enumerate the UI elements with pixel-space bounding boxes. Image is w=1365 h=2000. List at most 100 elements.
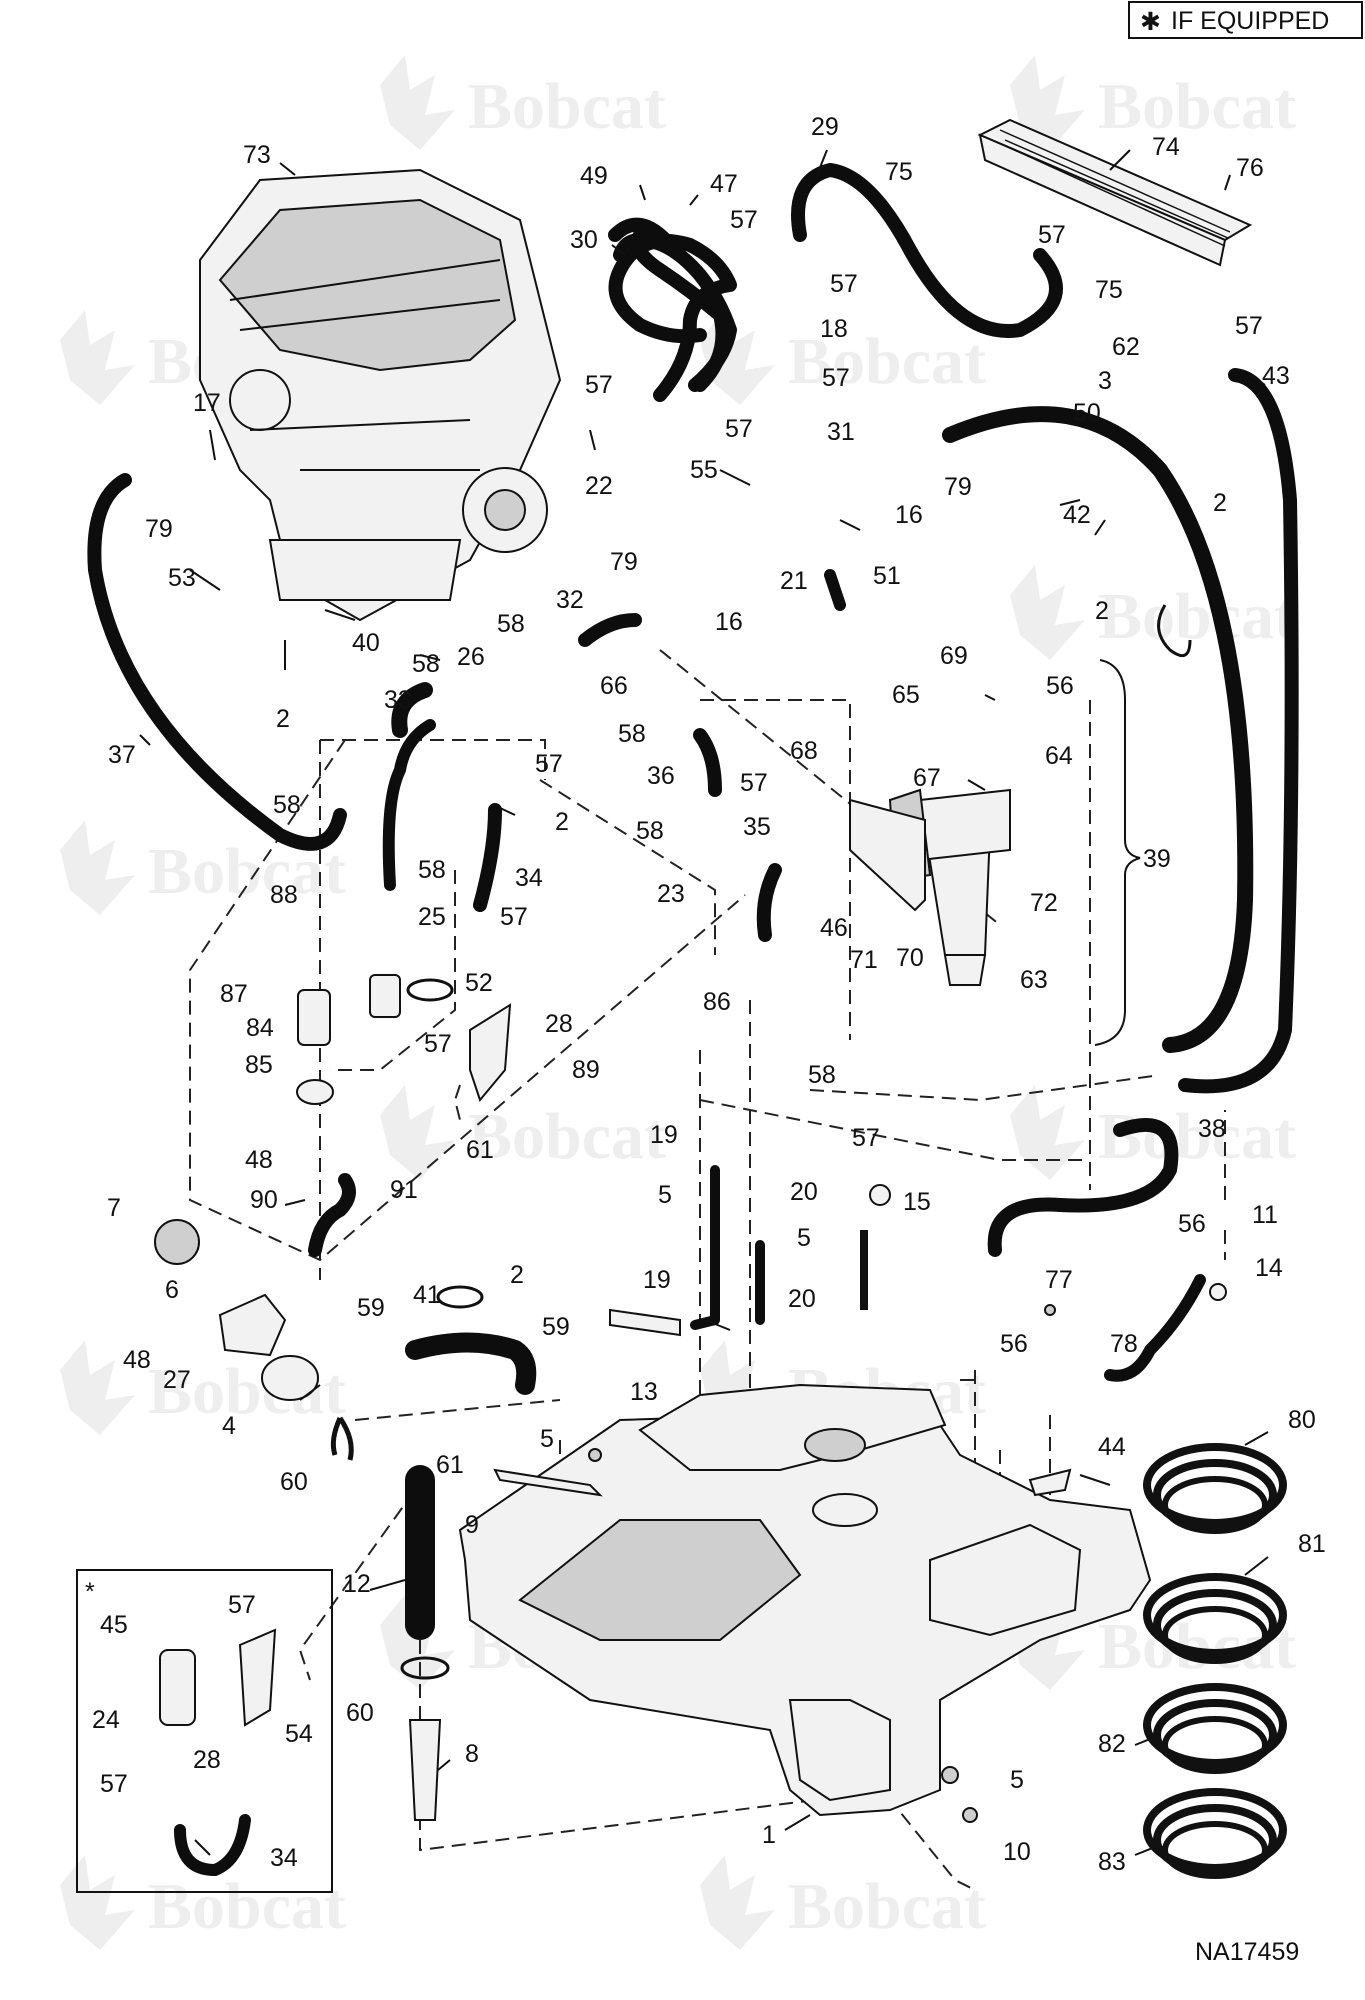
callout-78: 78 — [1110, 1330, 1138, 1358]
bracket-28 — [469, 1003, 512, 1103]
callout-57: 57 — [725, 415, 753, 443]
callout-34: 34 — [270, 1844, 298, 1872]
callout-22: 22 — [585, 472, 613, 500]
callout-56: 56 — [1046, 672, 1074, 700]
callout-5: 5 — [1010, 1766, 1024, 1794]
hose-34-inset — [174, 1814, 251, 1876]
callout-12: 12 — [343, 1570, 371, 1598]
callout-labels: 73 49 47 29 74 75 76 30 57 57 57 18 57 7… — [92, 113, 1326, 1876]
callout-28: 28 — [545, 1010, 573, 1038]
callout-23: 23 — [657, 880, 685, 908]
callout-53: 53 — [168, 564, 196, 592]
callout-33: 33 — [384, 686, 412, 714]
callout-83: 83 — [1098, 1848, 1126, 1876]
callout-46: 46 — [820, 914, 848, 942]
callout-48: 48 — [123, 1346, 151, 1374]
callout-42: 42 — [1063, 501, 1091, 529]
fuel-pump-84 — [297, 989, 331, 1046]
callout-57: 57 — [822, 364, 850, 392]
callout-58: 58 — [273, 791, 301, 819]
callout-57: 57 — [740, 769, 768, 797]
hose-29 — [791, 163, 1063, 338]
watermark-text: Bobcat — [1098, 1100, 1296, 1173]
callout-58: 58 — [808, 1061, 836, 1089]
hose-coil-80 — [1143, 1443, 1287, 1534]
callout-21: 21 — [780, 567, 808, 595]
callout-40: 40 — [352, 629, 380, 657]
figure-code: NA17459 — [1195, 1938, 1299, 1966]
callout-58: 58 — [412, 650, 440, 678]
callout-31: 31 — [827, 418, 855, 446]
bracket-44 — [1028, 1468, 1072, 1497]
callout-2: 2 — [555, 808, 569, 836]
callout-74: 74 — [1152, 133, 1180, 161]
callout-5: 5 — [658, 1181, 672, 1209]
callout-61: 61 — [436, 1451, 464, 1479]
callout-43: 43 — [1262, 362, 1290, 390]
callout-10: 10 — [1003, 1838, 1031, 1866]
callout-79: 79 — [944, 473, 972, 501]
watermark-text: Bobcat — [468, 70, 666, 143]
callout-2: 2 — [1095, 597, 1109, 625]
vent-8 — [408, 1719, 442, 1821]
callout-20: 20 — [790, 1178, 818, 1206]
watermark-text: Bobcat — [1098, 1610, 1296, 1683]
callout-75: 75 — [1095, 276, 1123, 304]
small-parts — [154, 604, 1227, 1823]
callout-17: 17 — [193, 389, 221, 417]
callout-9: 9 — [465, 1511, 479, 1539]
callout-38: 38 — [1198, 1115, 1226, 1143]
callout-2: 2 — [276, 705, 290, 733]
watermark-text: Bobcat — [148, 1870, 346, 1943]
callout-64: 64 — [1045, 742, 1073, 770]
callout-24: 24 — [92, 1706, 120, 1734]
hose-78 — [1104, 1274, 1206, 1382]
callout-27: 27 — [163, 1366, 191, 1394]
hose-31 — [824, 569, 846, 611]
callout-62: 62 — [1112, 333, 1140, 361]
callout-1: 1 — [762, 1821, 776, 1849]
callout-81: 81 — [1298, 1530, 1326, 1558]
callout-73: 73 — [243, 141, 271, 169]
callout-2: 2 — [510, 1261, 524, 1289]
callout-70: 70 — [896, 944, 924, 972]
callout-84: 84 — [246, 1014, 274, 1042]
callout-57: 57 — [1235, 312, 1263, 340]
callout-20: 20 — [788, 1285, 816, 1313]
hose-37 — [87, 473, 347, 851]
callout-57: 57 — [100, 1770, 128, 1798]
callout-59: 59 — [542, 1313, 570, 1341]
hose-34 — [473, 803, 502, 912]
callout-89: 89 — [572, 1056, 600, 1084]
hose-36 — [693, 728, 722, 797]
callout-48: 48 — [245, 1146, 273, 1174]
callout-50: 50 — [1073, 399, 1101, 427]
callout-82: 82 — [1098, 1730, 1126, 1758]
badge-star: ✱ — [1140, 8, 1161, 36]
callout-57: 57 — [500, 903, 528, 931]
hose-41 — [405, 1332, 537, 1395]
hose-35 — [756, 863, 782, 942]
callout-49: 49 — [580, 162, 608, 190]
strainer-25 — [369, 974, 401, 1018]
hose-38 — [987, 1118, 1179, 1257]
callout-54: 54 — [285, 1720, 313, 1748]
callout-55: 55 — [690, 456, 718, 484]
callout-18: 18 — [820, 315, 848, 343]
callout-39: 39 — [1143, 845, 1171, 873]
callout-57: 57 — [852, 1124, 880, 1152]
callout-66: 66 — [600, 672, 628, 700]
callout-65: 65 — [892, 681, 920, 709]
callout-6: 6 — [165, 1276, 179, 1304]
callout-2: 2 — [1213, 489, 1227, 517]
callout-90: 90 — [250, 1186, 278, 1214]
callout-75: 75 — [885, 158, 913, 186]
callout-5: 5 — [797, 1224, 811, 1252]
callout-56: 56 — [1178, 1210, 1206, 1238]
callout-11: 11 — [1252, 1201, 1278, 1229]
callout-60: 60 — [280, 1468, 308, 1496]
hose-30 — [613, 233, 737, 392]
isolator-85 — [296, 1079, 334, 1105]
plug-10 — [962, 1807, 978, 1823]
bracket-28-inset — [238, 1628, 277, 1727]
